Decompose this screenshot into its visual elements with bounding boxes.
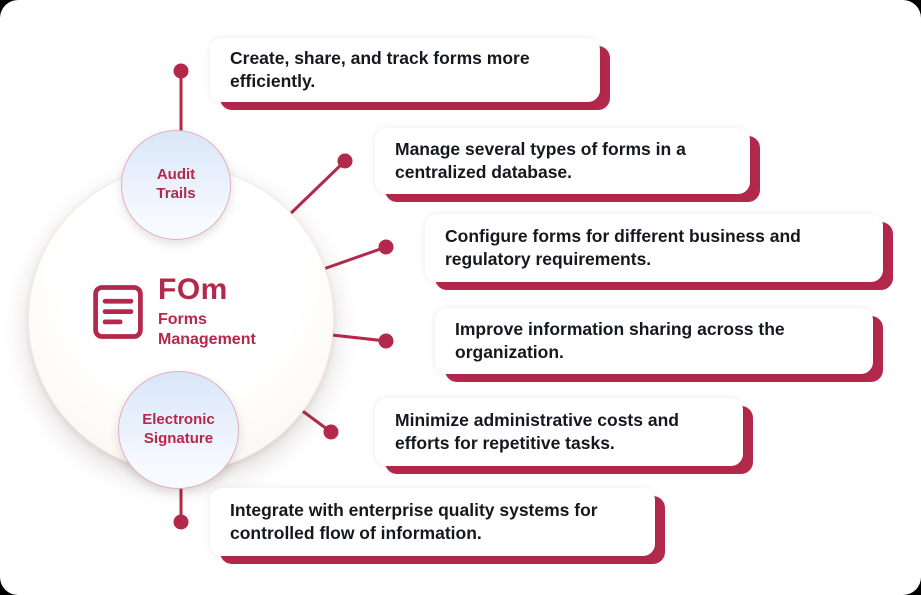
benefit-card: Create, share, and track forms more effi… xyxy=(210,38,600,102)
benefit-text: Improve information sharing across the o… xyxy=(455,318,785,362)
benefit-card: Improve information sharing across the o… xyxy=(435,308,873,374)
connector-line xyxy=(284,159,347,220)
benefit-card: Minimize administrative costs and effort… xyxy=(375,398,743,466)
benefit-text: Configure forms for different business a… xyxy=(445,225,801,269)
hub-subtitle: Forms Management xyxy=(158,310,256,348)
connector-dot xyxy=(173,514,189,530)
hub-title: FOm xyxy=(158,273,228,307)
benefit-card: Integrate with enterprise quality system… xyxy=(210,488,655,556)
benefit-text: Manage several types of forms in a centr… xyxy=(395,138,686,182)
satellite-audit-trails: Audit Trails xyxy=(121,130,231,240)
satellite-electronic-signature: Electronic Signature xyxy=(118,371,239,489)
benefit-text: Integrate with enterprise quality system… xyxy=(230,499,598,543)
connector-dot xyxy=(323,424,339,440)
satellite-label: Audit Trails xyxy=(156,166,196,202)
connector-line xyxy=(321,332,388,343)
connector-dot xyxy=(337,153,353,169)
connector-dot xyxy=(173,63,189,79)
form-document-icon xyxy=(93,285,143,339)
benefit-card: Configure forms for different business a… xyxy=(425,214,883,282)
benefit-text: Create, share, and track forms more effi… xyxy=(230,47,530,91)
connector-dot xyxy=(378,239,394,255)
hub-text: FOm Forms Management xyxy=(158,274,270,350)
satellite-label: Electronic Signature xyxy=(142,411,215,447)
hub-content: FOm Forms Management xyxy=(29,167,333,471)
connector-dot xyxy=(378,333,394,349)
connector-line xyxy=(313,245,388,274)
benefit-text: Minimize administrative costs and effort… xyxy=(395,409,679,453)
benefit-card: Manage several types of forms in a centr… xyxy=(375,128,750,194)
